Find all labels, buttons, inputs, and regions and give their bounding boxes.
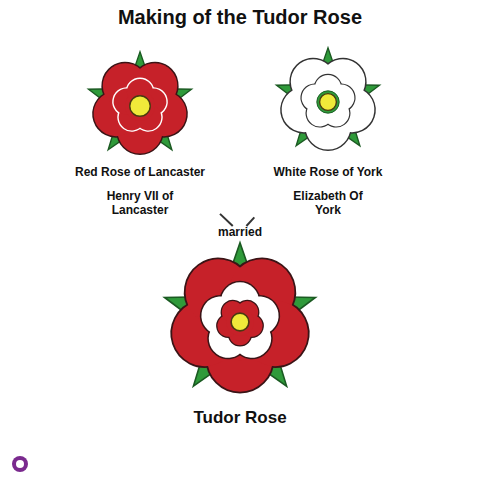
red-rose-illustration <box>84 50 196 162</box>
rose-node: Tudor Rose <box>150 240 330 428</box>
diagram-title: Making of the Tudor Rose <box>0 6 480 29</box>
tudor-rose-illustration <box>158 240 322 404</box>
rose-name: Red Rose of Lancaster <box>75 166 205 180</box>
node-label: Tudor Rose <box>193 408 286 428</box>
node-label: married <box>218 226 262 240</box>
rose-node: Red Rose of LancasterHenry VII of Lancas… <box>60 58 220 217</box>
monarch-name: Henry VII of Lancaster <box>100 190 180 218</box>
footer-logo <box>10 454 30 474</box>
connector-line <box>220 214 233 226</box>
white-rose-illustration <box>272 46 384 158</box>
rose-name: White Rose of York <box>274 166 383 180</box>
connector-line <box>246 217 254 226</box>
rose-node: White Rose of YorkElizabeth Of York <box>248 58 408 217</box>
married-node: married <box>212 226 268 240</box>
monarch-name: Elizabeth Of York <box>293 190 363 218</box>
